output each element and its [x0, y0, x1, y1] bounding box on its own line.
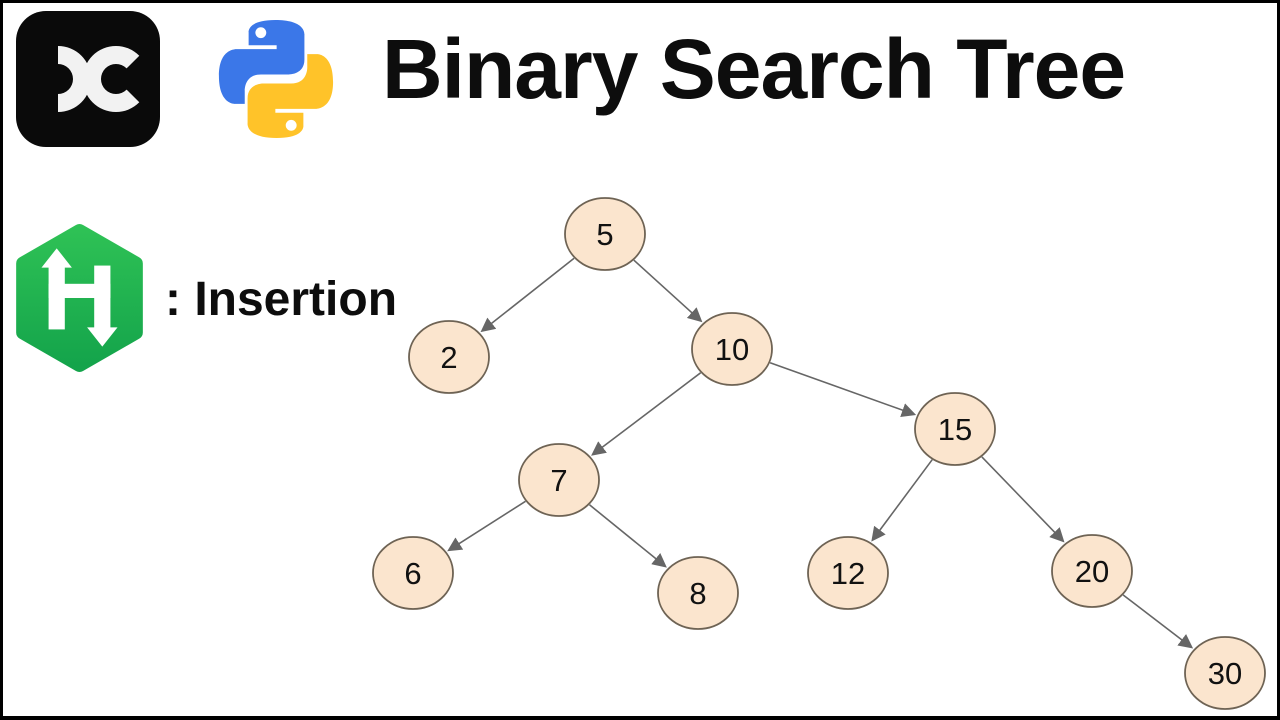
tree-edge-7-8 — [588, 504, 667, 568]
tree-node-5 — [564, 197, 646, 271]
tree-node-10 — [691, 312, 773, 386]
tree-node-6 — [372, 536, 454, 610]
tree-nodes: 5 2 10 7 15 6 8 12 20 30 — [372, 197, 1266, 710]
tree-edge-5-2 — [480, 257, 575, 333]
hackerrank-logo-icon — [16, 224, 143, 372]
tree-node-label-10: 10 — [715, 332, 749, 367]
tree-edges — [447, 257, 1194, 649]
subtitle: : Insertion — [165, 261, 397, 337]
binary-search-tree-diagram: 5 2 10 7 15 6 8 12 20 30 — [372, 197, 1266, 710]
python-logo-icon — [218, 19, 334, 139]
tree-node-label-20: 20 — [1075, 554, 1109, 589]
tree-node-label-30: 30 — [1208, 656, 1242, 691]
page-title: Binary Search Tree — [382, 22, 1126, 116]
tree-edge-15-12 — [871, 459, 933, 542]
tree-node-2 — [408, 320, 490, 394]
tree-node-15 — [914, 392, 996, 466]
tree-node-30 — [1184, 636, 1266, 710]
tree-edge-10-15 — [769, 361, 917, 417]
tree-node-label-2: 2 — [440, 340, 457, 375]
tree-node-label-6: 6 — [404, 556, 421, 591]
tree-edge-7-6 — [447, 500, 526, 552]
brackets-logo-icon — [16, 11, 160, 147]
tree-node-label-5: 5 — [596, 217, 613, 252]
subtitle-label: : Insertion — [165, 272, 398, 326]
tree-node-label-12: 12 — [831, 556, 865, 591]
tree-edge-20-30 — [1122, 594, 1194, 649]
tree-edge-15-20 — [981, 456, 1065, 543]
tree-edge-10-7 — [591, 372, 702, 456]
tree-node-label-15: 15 — [938, 412, 972, 447]
tree-node-7 — [518, 443, 600, 517]
tree-node-12 — [807, 536, 889, 610]
tree-node-8 — [657, 556, 739, 630]
tree-edge-5-10 — [633, 259, 703, 323]
tree-node-label-8: 8 — [689, 576, 706, 611]
tree-node-label-7: 7 — [550, 463, 567, 498]
tree-node-20 — [1051, 534, 1133, 608]
